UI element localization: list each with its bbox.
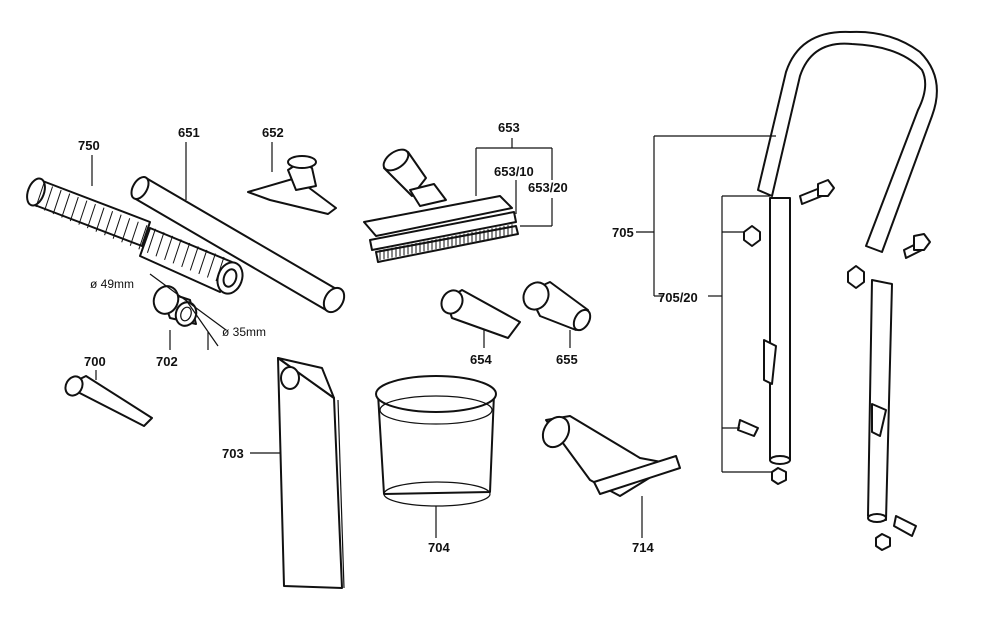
- label-652: 652: [262, 125, 284, 140]
- label-655: 655: [556, 352, 578, 367]
- label-653-10: 653/10: [494, 164, 534, 179]
- part-655-adapter: [522, 281, 592, 332]
- leader-653: [475, 138, 553, 227]
- screws-and-nuts: [737, 179, 931, 551]
- label-700: 700: [84, 354, 106, 369]
- part-651-extension-tube: [130, 176, 346, 314]
- part-654-nozzle: [440, 289, 521, 339]
- dimension-35mm: ø 35mm: [222, 325, 266, 339]
- part-653-floor-nozzle: [363, 148, 519, 263]
- label-653: 653: [498, 120, 520, 135]
- label-705: 705: [612, 225, 634, 240]
- part-750-flex-hose: [26, 177, 244, 295]
- part-702-reducer: [152, 285, 198, 327]
- part-703-filter-bag: [277, 357, 345, 589]
- label-651: 651: [178, 125, 200, 140]
- label-702: 702: [156, 354, 178, 369]
- dimension-lines: [149, 273, 227, 350]
- label-653-20: 653/20: [528, 180, 568, 195]
- dimension-49mm: ø 49mm: [90, 277, 134, 291]
- label-714: 714: [632, 540, 654, 555]
- part-700-crevice-nozzle: [64, 375, 153, 427]
- label-703: 703: [222, 446, 244, 461]
- label-705-20: 705/20: [658, 290, 698, 305]
- part-652-small-nozzle: [247, 155, 337, 215]
- part-714-wide-nozzle: [541, 415, 681, 497]
- label-704: 704: [428, 540, 450, 555]
- label-750: 750: [78, 138, 100, 153]
- leader-705: [636, 135, 776, 473]
- label-654: 654: [470, 352, 492, 367]
- part-705-handle: [757, 30, 938, 523]
- part-704-dust-container: [375, 375, 497, 507]
